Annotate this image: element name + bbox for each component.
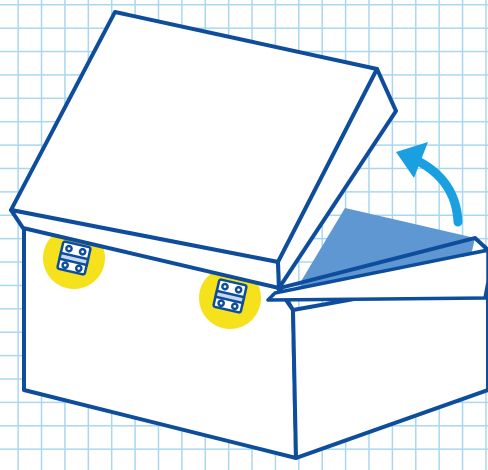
paper-strip — [266, 248, 488, 302]
hinge-right — [212, 278, 248, 314]
lid — [9, 10, 398, 290]
open-arrow — [396, 142, 463, 227]
box-side-face — [291, 273, 488, 460]
lid-side-edge — [276, 67, 398, 290]
hinge-left — [56, 240, 92, 276]
box-interior — [300, 208, 475, 290]
